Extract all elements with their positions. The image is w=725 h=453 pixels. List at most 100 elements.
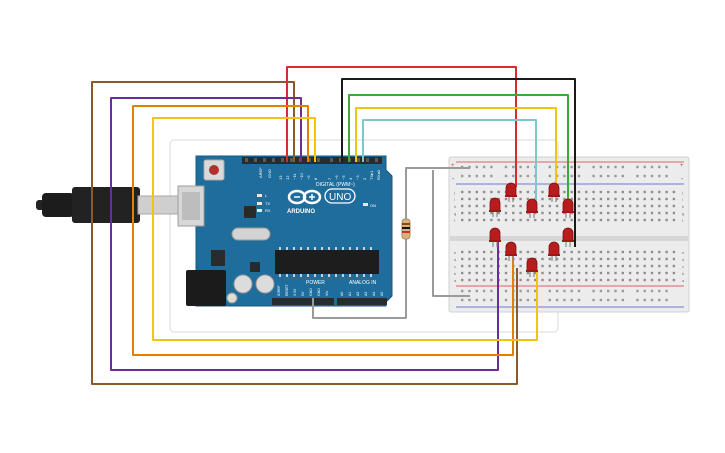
led-icon[interactable] (526, 198, 538, 218)
breadboard-hole (599, 271, 603, 275)
breadboard-hole (658, 197, 661, 201)
breadboard-hole (570, 174, 573, 178)
led-icon[interactable] (548, 241, 560, 261)
led-icon[interactable] (548, 182, 560, 202)
breadboard-hole (636, 165, 639, 169)
breadboard-hole (650, 190, 654, 194)
breadboard-hole (555, 271, 559, 275)
breadboard-hole (555, 257, 559, 261)
breadboard-hole (665, 204, 668, 208)
breadboard-hole (570, 197, 573, 201)
breadboard-hole (555, 218, 559, 222)
breadboard-hole (461, 204, 464, 208)
aref-label: AREF (258, 167, 263, 178)
breadboard-hole (468, 278, 471, 282)
row-letter: g (682, 211, 684, 216)
breadboard-hole (504, 218, 508, 222)
led-icon[interactable] (489, 197, 501, 217)
breadboard-hole (614, 278, 617, 282)
breadboard-hole (643, 204, 646, 208)
breadboard-hole (541, 278, 544, 282)
led-icon[interactable] (505, 182, 517, 202)
breadboard-hole (497, 211, 500, 215)
led-icon[interactable] (489, 227, 501, 247)
breadboard-hole (461, 190, 464, 194)
breadboard-hole (541, 218, 544, 222)
breadboard-hole (577, 218, 581, 222)
wire-grey-resistor[interactable] (312, 167, 470, 319)
breadboard-hole (490, 218, 493, 222)
breadboard-hole (650, 271, 654, 275)
analog-pin-label: A0 (340, 292, 344, 296)
breadboard-hole (607, 165, 610, 169)
breadboard-hole (628, 250, 632, 254)
breadboard-hole (672, 190, 676, 194)
breadboard-hole (570, 257, 573, 261)
breadboard-hole (504, 298, 508, 302)
breadboard-hole (519, 250, 522, 254)
wire-green[interactable] (348, 94, 569, 206)
wire-yellow-2[interactable] (152, 117, 538, 341)
wire-yellow[interactable] (355, 107, 557, 185)
wire-orange[interactable] (132, 105, 514, 356)
wire-purple[interactable] (110, 97, 499, 371)
breadboard-hole (570, 298, 573, 302)
breadboard-hole (519, 271, 522, 275)
breadboard-hole (628, 278, 632, 282)
breadboard-hole (650, 250, 654, 254)
breadboard-hole (548, 298, 551, 302)
wire-red[interactable] (286, 66, 517, 187)
wire-cyan[interactable] (362, 119, 537, 208)
led-icon[interactable] (562, 198, 574, 218)
wire-brown[interactable] (91, 81, 518, 385)
row-letter: b (682, 271, 685, 276)
breadboard-hole (490, 250, 493, 254)
breadboard-hole (585, 211, 588, 215)
breadboard-hole (526, 250, 530, 254)
breadboard-hole (665, 289, 668, 293)
breadboard-hole (461, 174, 464, 178)
breadboard-hole (614, 165, 617, 169)
breadboard-hole (614, 257, 617, 261)
led-icon[interactable] (526, 257, 538, 277)
led-icon[interactable] (505, 241, 517, 261)
breadboard-hole (577, 298, 581, 302)
wire-black[interactable] (341, 78, 576, 247)
breadboard-hole (585, 204, 588, 208)
breadboard-hole (563, 218, 566, 222)
breadboard-hole (643, 271, 646, 275)
breadboard-hole (636, 204, 639, 208)
breadboard-hole (614, 289, 617, 293)
breadboard-hole (490, 211, 493, 215)
breadboard-hole (482, 289, 486, 293)
usb-cable-icon[interactable] (36, 187, 181, 223)
breadboard-hole (621, 174, 624, 178)
breadboard-hole (461, 257, 464, 261)
resistor-icon[interactable] (401, 218, 411, 240)
breadboard-hole (599, 278, 603, 282)
breadboard-hole (519, 211, 522, 215)
breadboard-hole (643, 278, 646, 282)
on-label: ON (370, 203, 376, 208)
breadboard-hole (650, 218, 654, 222)
reset-button-icon[interactable] (203, 159, 225, 181)
breadboard-hole (504, 257, 508, 261)
digital-pin-label: 7 (327, 177, 332, 180)
breadboard-hole (636, 174, 639, 178)
analog-pin-label: A3 (364, 292, 368, 296)
led-icon[interactable] (562, 227, 574, 247)
breadboard-hole (658, 257, 661, 261)
breadboard-hole (482, 165, 486, 169)
breadboard-hole (636, 197, 639, 201)
gnd-label: GND (267, 169, 272, 178)
breadboard-hole (621, 271, 624, 275)
breadboard-hole (614, 174, 617, 178)
breadboard-hole (643, 218, 646, 222)
digital-pin-label: ~10 (299, 172, 304, 180)
wire-grey-ground[interactable] (432, 170, 470, 297)
breadboard-hole (461, 197, 464, 201)
breadboard-hole (592, 289, 595, 293)
breadboard-hole (461, 278, 464, 282)
breadboard-hole (643, 298, 646, 302)
